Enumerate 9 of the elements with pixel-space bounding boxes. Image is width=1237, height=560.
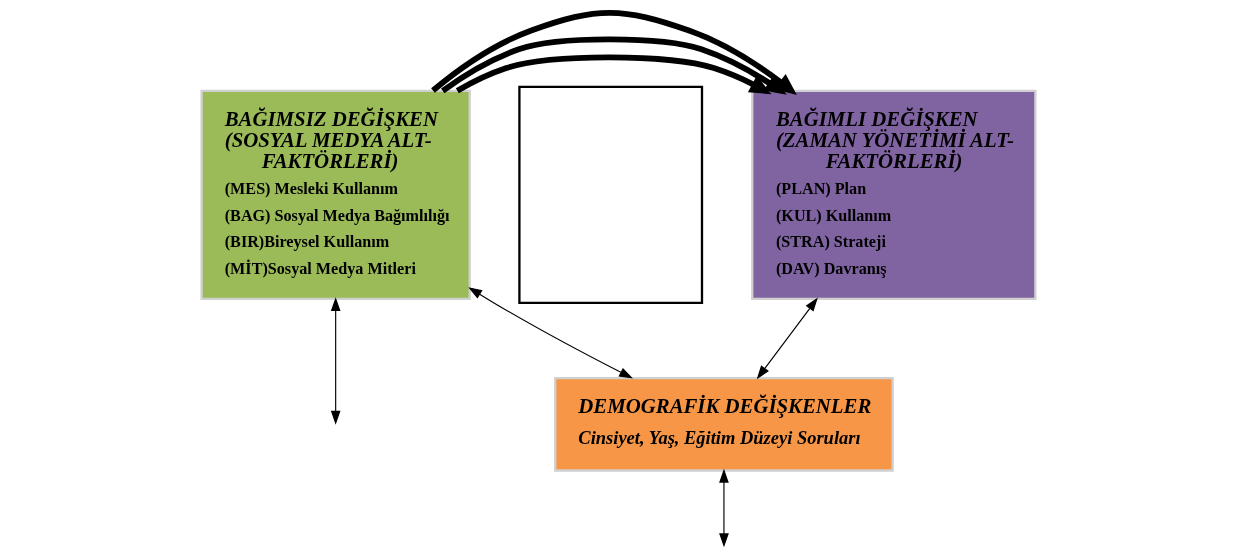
- node-box: [518, 85, 704, 305]
- node-box: DEMOGRAFİK DEĞİŞKENLER Cinsiyet, Yaş, Eğitim Düzeyi Soruları: [554, 376, 894, 472]
- arrow: [756, 297, 818, 380]
- arrow: [455, 54, 772, 95]
- node-box: BAĞIMLI DEĞİŞKEN (ZAMAN YÖNETİMİ ALT-FAKTÖRLERİ) (PLAN) Plan (KUL) Kullanım (STRA) Strateji (DAV) Davranış: [751, 89, 1037, 301]
- arrow: [468, 287, 633, 379]
- arrow: [330, 297, 341, 425]
- node-box: BAĞIMSIZ DEĞİŞKEN (SOSYAL MEDYA ALT-FAKTÖRLERİ) (MES) Mesleki Kullanım (BAG) Sosyal Medya Bağımlılığı (BIR)Bireysel Kullanım (MİT)Sosyal Medya Mitleri: [200, 89, 471, 301]
- arrow: [719, 468, 729, 548]
